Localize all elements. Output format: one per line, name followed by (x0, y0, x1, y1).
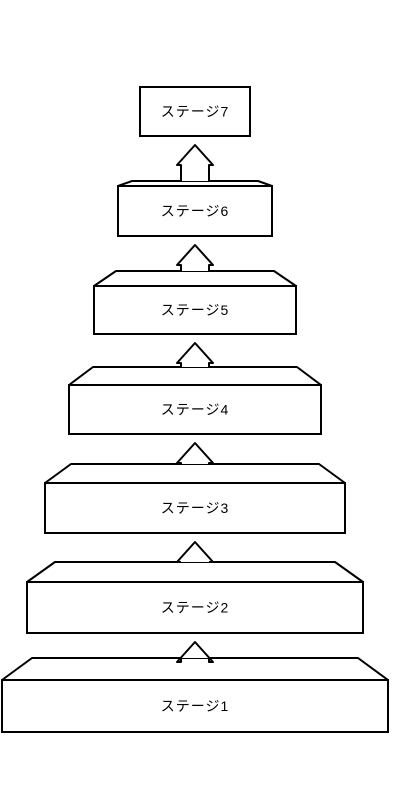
up-arrow-icon (176, 342, 214, 367)
stage-label-6: ステージ6 (161, 203, 230, 219)
stage-label-1: ステージ1 (161, 698, 230, 714)
stage-block-5: ステージ5 (93, 244, 297, 335)
stage-block-3: ステージ3 (44, 442, 346, 534)
stage-cap-2 (26, 561, 364, 583)
stage-box-1 (1, 679, 389, 733)
stage-block-2: ステージ2 (26, 541, 364, 634)
stage-box-5 (93, 285, 297, 335)
stage-label-7: ステージ7 (161, 104, 230, 120)
up-arrow-icon (176, 541, 214, 563)
stage-cap-5 (93, 270, 297, 287)
stage-cap-3 (44, 463, 346, 484)
stage-box-3 (44, 482, 346, 534)
stage-block-7: ステージ7 (139, 86, 251, 137)
up-arrow-icon (176, 144, 214, 181)
stage-block-4: ステージ4 (68, 342, 322, 435)
stage-label-2: ステージ2 (161, 600, 230, 616)
up-arrow-icon (176, 442, 214, 464)
stage-label-4: ステージ4 (161, 402, 230, 418)
stage-box-6 (117, 185, 273, 237)
stage-label-5: ステージ5 (161, 302, 230, 318)
stage-box-4 (68, 384, 322, 435)
up-arrow-icon (176, 244, 214, 271)
stage-box-7 (139, 86, 251, 137)
up-arrow-icon (176, 641, 214, 663)
stage-box-2 (26, 581, 364, 634)
stage-block-1: ステージ1 (1, 641, 389, 733)
stage-cap-4 (68, 366, 322, 386)
stage-cap-1 (1, 657, 389, 681)
stage-block-6: ステージ6 (117, 144, 273, 237)
stage-label-3: ステージ3 (161, 500, 230, 516)
